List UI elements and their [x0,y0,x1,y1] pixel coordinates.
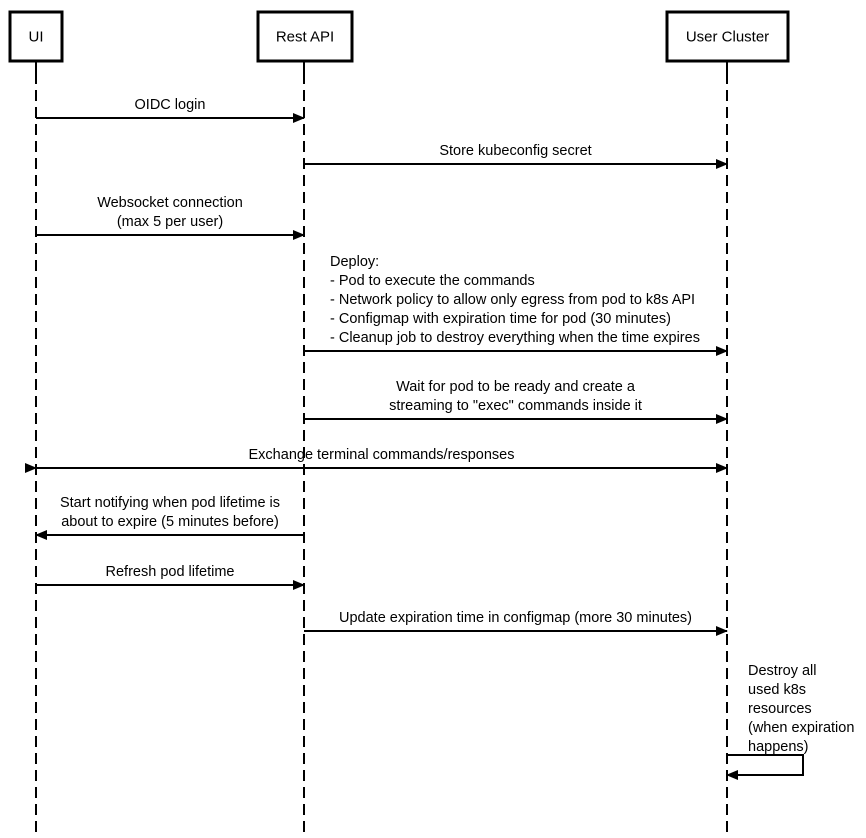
participant-box-user_cluster[interactable] [665,10,790,63]
message-label-line: - Configmap with expiration time for pod… [330,311,671,327]
participant-user_cluster[interactable]: User Cluster [665,10,790,63]
participant-box-ui[interactable] [8,10,64,63]
message-exchange-terminal-commands: Exchange terminal commands/responses [25,447,728,473]
self-messages-layer: Destroy all used k8s resources (when expira… [726,663,854,780]
self-message-label-line: (when expiration [748,720,854,736]
participant-ui[interactable]: UI [8,10,64,63]
self-message-label-destroy-all-resources: Destroy all used k8s resources (when expira… [748,663,854,755]
message-label-line: streaming to "exec" commands inside it [389,398,642,414]
message-label-line: about to expire (5 minutes before) [61,514,279,530]
message-label-line: Websocket connection [97,195,243,211]
message-label-line: Start notifying when pod lifetime is [60,495,280,511]
self-message-label-line: Destroy all [748,663,817,679]
message-label-line: Wait for pod to be ready and create a [396,379,636,395]
participant-rest_api[interactable]: Rest API [256,10,354,63]
message-label-wait-for-pod: Wait for pod to be ready and create a str… [389,379,642,414]
message-label-line: - Network policy to allow only egress fr… [330,292,695,308]
message-label-exchange-terminal-commands: Exchange terminal commands/responses [249,447,515,463]
self-message-label-line: happens) [748,739,808,755]
message-label-line: OIDC login [135,97,206,113]
self-message-destroy-all-resources: Destroy all used k8s resources (when expira… [726,663,854,780]
participant-box-rest_api[interactable] [256,10,354,63]
self-message-label-line: resources [748,701,812,717]
participant-label-rest_api: Rest API [276,28,334,45]
self-message-arrow-destroy-all-resources [726,754,804,780]
message-label-line: Refresh pod lifetime [106,564,235,580]
self-message-label-line: used k8s [748,682,806,698]
message-update-expiration-time: Update expiration time in configmap (mor… [304,610,728,636]
lifelines-layer [35,61,728,838]
message-label-line: Deploy: [330,254,379,270]
message-websocket-connection: Websocket connection (max 5 per user) [36,195,305,240]
message-label-update-expiration-time: Update expiration time in configmap (mor… [339,610,692,626]
message-wait-for-pod: Wait for pod to be ready and create a str… [304,379,728,424]
message-label-line: Exchange terminal commands/responses [249,447,515,463]
message-label-deploy: Deploy: - Pod to execute the commands - Ne… [330,254,700,346]
message-oidc-login: OIDC login [36,97,305,123]
message-label-store-kubeconfig-secret: Store kubeconfig secret [439,143,591,159]
participant-label-user_cluster: User Cluster [686,28,769,45]
message-label-line: - Pod to execute the commands [330,273,535,289]
message-label-start-notifying: Start notifying when pod lifetime is abou… [60,495,280,530]
message-label-websocket-connection: Websocket connection (max 5 per user) [97,195,243,230]
message-store-kubeconfig-secret: Store kubeconfig secret [304,143,728,169]
message-label-line: (max 5 per user) [117,214,223,230]
participant-label-ui: UI [29,28,44,45]
message-label-line: Store kubeconfig secret [439,143,591,159]
message-refresh-pod-lifetime: Refresh pod lifetime [36,564,305,590]
message-label-line: Update expiration time in configmap (mor… [339,610,692,626]
message-start-notifying: Start notifying when pod lifetime is abou… [35,495,304,540]
message-label-refresh-pod-lifetime: Refresh pod lifetime [106,564,235,580]
message-deploy: Deploy: - Pod to execute the commands - Ne… [304,254,728,356]
message-label-line: - Cleanup job to destroy everything when… [330,330,700,346]
participants-layer: UI Rest API User Cluster [8,10,790,63]
message-label-oidc-login: OIDC login [135,97,206,113]
